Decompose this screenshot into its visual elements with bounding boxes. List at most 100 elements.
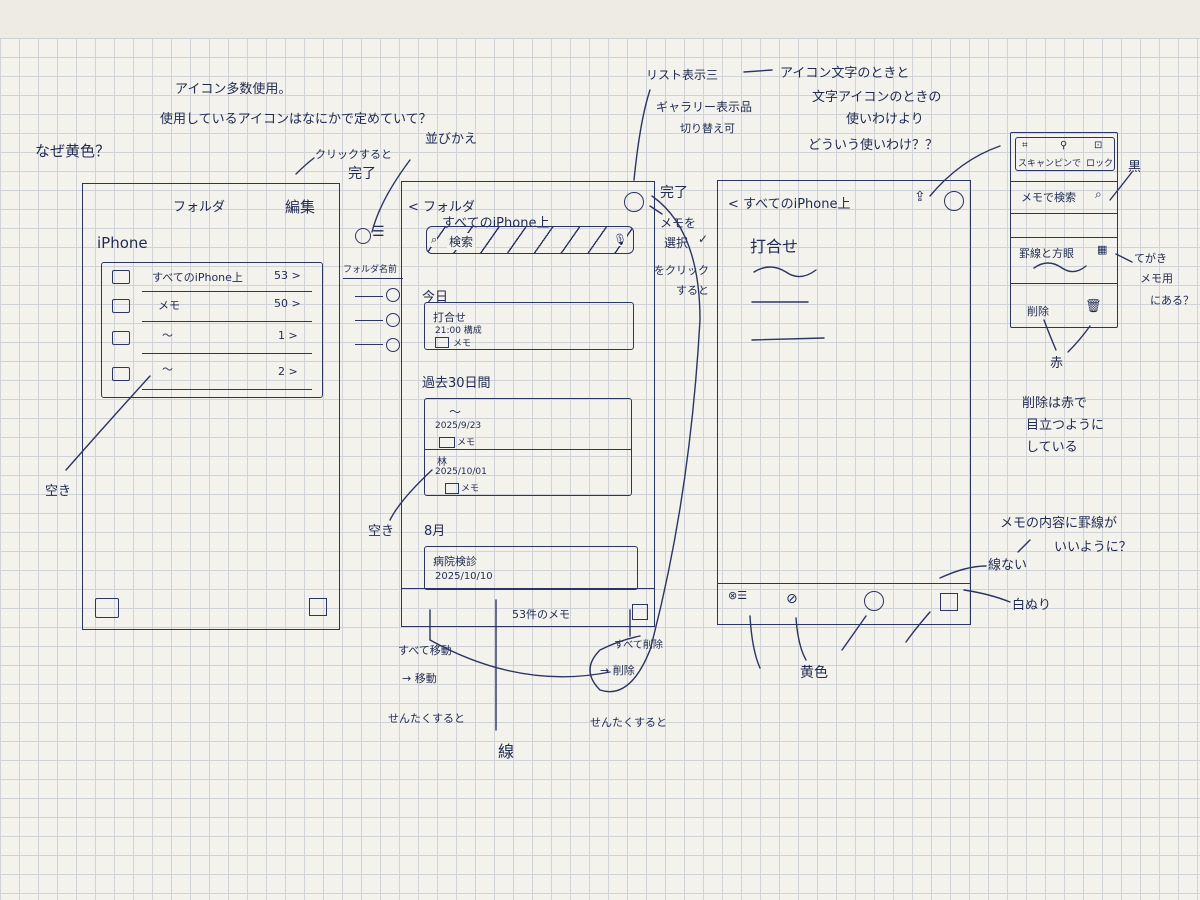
note-card-today[interactable]: 打合せ 21:00 構成 メモ bbox=[424, 302, 634, 350]
popup-divider bbox=[1011, 213, 1117, 214]
more-circle-icon[interactable] bbox=[355, 228, 371, 244]
popup-lines-grid[interactable]: 罫線と方眼 bbox=[1019, 245, 1074, 261]
annotation-click-then: クリックすると bbox=[315, 146, 392, 162]
search-bar[interactable]: ⌕ 検索 🎙 bbox=[426, 226, 634, 254]
folder-row[interactable]: すべてのiPhone上 53 > bbox=[102, 265, 322, 291]
scan-icon[interactable]: ⌗ bbox=[1022, 140, 1028, 151]
annotation-why-yellow: なぜ黄色？ bbox=[35, 140, 110, 161]
annotation-empty-middle: 空き bbox=[368, 520, 394, 539]
folder-icon bbox=[435, 337, 449, 348]
share-icon[interactable]: ⇪ bbox=[914, 189, 926, 205]
annotation-delete-red-2: 目立つように bbox=[1026, 414, 1104, 433]
annotation-memo-select-1: メモを bbox=[660, 214, 696, 231]
annotation-icon-text-2: 文字アイコンのときの bbox=[812, 86, 941, 105]
folder-name: メモ bbox=[158, 297, 180, 313]
annotation-icon-text-3: 使いわけより bbox=[846, 108, 924, 127]
row-divider bbox=[142, 291, 312, 292]
annotation-memo-select-3: をクリック bbox=[654, 262, 709, 278]
annotation-black: 黒 bbox=[1128, 156, 1141, 175]
folders-title: フォルダ bbox=[173, 196, 225, 215]
checklist-icon[interactable]: ⊗☰ bbox=[728, 589, 747, 602]
edit-button[interactable]: 編集 bbox=[285, 196, 315, 217]
note-card-august[interactable]: 病院検診 2025/10/10 bbox=[424, 546, 638, 590]
annotation-handwrite-2: メモ用 bbox=[1140, 270, 1173, 286]
popup-delete[interactable]: 削除 bbox=[1027, 303, 1049, 319]
notebook-top-edge bbox=[0, 0, 1200, 39]
compose-icon[interactable] bbox=[632, 604, 648, 620]
compose-icon[interactable] bbox=[940, 593, 958, 611]
annotation-delete-all: すべて削除 bbox=[614, 636, 663, 651]
folder-icon bbox=[112, 270, 130, 284]
row-divider bbox=[142, 353, 312, 354]
sort-icon[interactable]: ☰ bbox=[372, 224, 385, 240]
check-circle-icon: ✓ bbox=[698, 232, 708, 246]
new-folder-icon[interactable] bbox=[95, 598, 119, 618]
note-card-past30[interactable]: 〜 2025/9/23 メモ 林 2025/10/01 メモ bbox=[424, 398, 632, 496]
screen-note-detail: < すべてのiPhone上 ⇪ 打合せ ⊗☰ ⊘ bbox=[717, 180, 971, 625]
annotation-delete-red-3: している bbox=[1026, 436, 1078, 455]
annotation-gallery-view: ギャラリー表示品 bbox=[656, 98, 752, 115]
toolbar-divider bbox=[402, 588, 654, 589]
more-options-icon[interactable] bbox=[624, 192, 644, 212]
screen-folders: フォルダ 編集 iPhone すべてのiPhone上 53 > メモ 50 > … bbox=[82, 183, 340, 630]
note-meta: 21:00 構成 bbox=[435, 323, 482, 336]
popup-top-actions: ⌗ ⚲ ⊡ スキャン ピンで ロック bbox=[1015, 137, 1115, 171]
annotation-line: 線 bbox=[498, 738, 514, 762]
note-folder: メモ bbox=[457, 435, 475, 448]
search-placeholder: 検索 bbox=[447, 233, 475, 250]
popup-divider bbox=[1011, 283, 1117, 284]
annotation-icons-defined: 使用しているアイコンはなにかで定めていて？ bbox=[160, 108, 432, 127]
folder-row[interactable]: 〜 1 > bbox=[102, 325, 322, 351]
folder-row[interactable]: メモ 50 > bbox=[102, 293, 322, 319]
side-divider bbox=[343, 278, 403, 279]
annotation-red: 赤 bbox=[1050, 352, 1063, 371]
section-iphone: iPhone bbox=[97, 234, 148, 252]
select-circle-icon[interactable] bbox=[386, 313, 400, 327]
compose-icon[interactable] bbox=[309, 598, 327, 616]
lock-icon[interactable]: ⊡ bbox=[1094, 140, 1102, 151]
mic-icon[interactable]: 🎙 bbox=[613, 233, 627, 246]
search-icon: ⌕ bbox=[431, 233, 437, 247]
note-count: 53件のメモ bbox=[512, 606, 570, 622]
side-row-line bbox=[355, 320, 383, 321]
row-divider bbox=[142, 321, 312, 322]
note-folder: メモ bbox=[453, 336, 471, 349]
side-row-line bbox=[355, 296, 383, 297]
select-circle-icon[interactable] bbox=[386, 288, 400, 302]
annotation-yellow: 黄色 bbox=[800, 662, 828, 682]
note-date: 2025/10/10 bbox=[435, 571, 493, 582]
folder-row[interactable]: 〜 2 > bbox=[102, 359, 322, 385]
back-to-list[interactable]: < すべてのiPhone上 bbox=[728, 193, 850, 212]
side-folder-header: フォルダ名前 bbox=[343, 262, 397, 275]
screen-note-list: < フォルダ すべてのiPhone上 ⌕ 検索 🎙 今日 打合せ 21:00 構… bbox=[401, 181, 655, 627]
scan-label: スキャン bbox=[1018, 156, 1054, 169]
pin-icon[interactable]: ⚲ bbox=[1060, 140, 1067, 151]
folder-name: すべてのiPhone上 bbox=[152, 269, 243, 285]
annotation-handwrite-1: てがき bbox=[1134, 250, 1167, 266]
annotation-handwrite-3: にある？ bbox=[1150, 292, 1194, 308]
annotation-white-fill: 白ぬり bbox=[1012, 594, 1051, 613]
folder-icon bbox=[112, 299, 130, 313]
folder-count: 1 > bbox=[278, 329, 298, 342]
annotation-switchable: 切り替え可 bbox=[680, 120, 735, 136]
annotation-icons-used: アイコン多数使用。 bbox=[175, 78, 291, 97]
annotation-icon-text-1: アイコン文字のときと bbox=[780, 62, 909, 81]
note-title: 林 bbox=[437, 453, 447, 468]
select-circle-icon[interactable] bbox=[386, 338, 400, 352]
annotation-list-view: リスト表示三 bbox=[646, 66, 718, 83]
note-title: 〜 bbox=[449, 403, 461, 420]
annotation-delete: → 削除 bbox=[600, 662, 635, 678]
grid-icon: ▦ bbox=[1097, 243, 1107, 256]
folder-icon bbox=[112, 331, 130, 345]
folder-icon bbox=[439, 437, 455, 448]
folder-icon bbox=[112, 367, 130, 381]
search-icon: ⌕ bbox=[1095, 187, 1102, 202]
more-options-icon[interactable] bbox=[944, 191, 964, 211]
folder-icon bbox=[445, 483, 459, 494]
markup-icon[interactable] bbox=[864, 591, 884, 611]
popup-search-in-memo[interactable]: メモで検索 bbox=[1021, 189, 1076, 205]
lock-label: ロック bbox=[1086, 156, 1113, 169]
toolbar-divider bbox=[718, 583, 970, 584]
annotation-when-selected-left: せんたくすると bbox=[388, 710, 465, 726]
attachment-icon[interactable]: ⊘ bbox=[786, 591, 798, 607]
